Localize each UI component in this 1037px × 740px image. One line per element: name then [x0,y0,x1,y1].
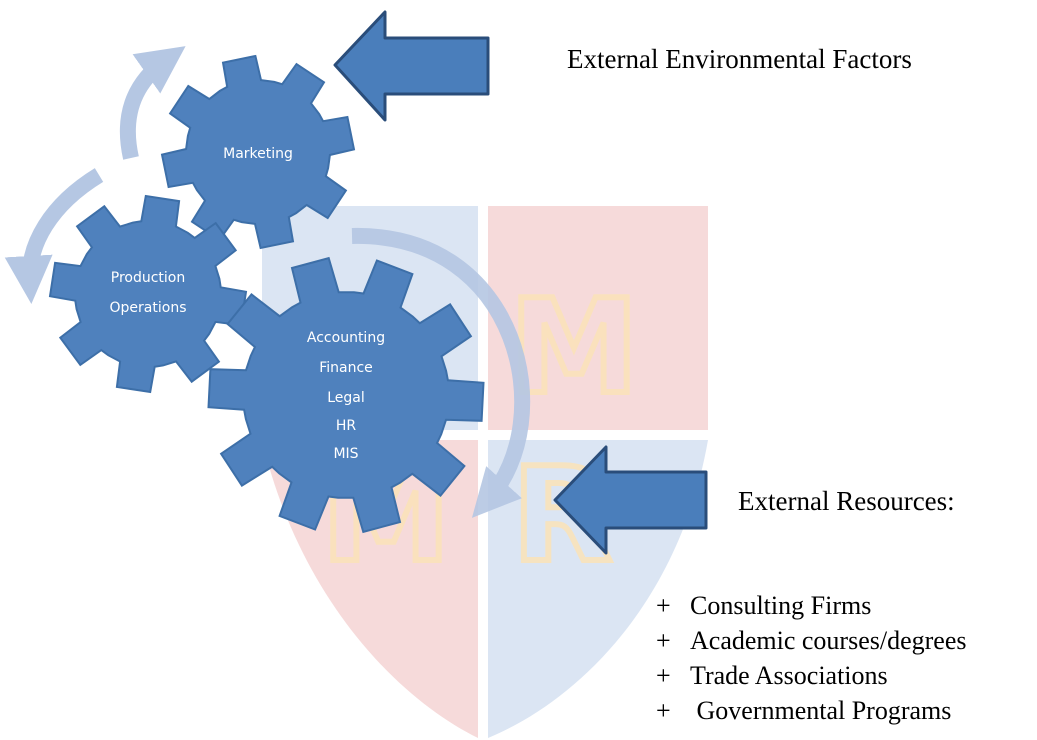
external-resources-list: + Consulting Firms + Academic courses/degr… [656,588,966,728]
external-environmental-factors-label: External Environmental Factors [567,44,912,74]
production-gear-label-line-1: Production [111,270,185,286]
resource-item: + Governmental Programs [656,693,966,728]
production-gear-label-line-2: Operations [110,300,187,316]
support-gear-label-accounting: Accounting [307,330,385,346]
external-resources-arrow [553,445,708,555]
marketing-gear-label: Marketing [223,146,293,162]
support-gear-label-finance: Finance [319,360,373,376]
production-operations-gear [48,194,248,394]
resource-item: + Trade Associations [656,658,966,693]
resource-item: + Academic courses/degrees [656,623,966,658]
support-functions-gear [207,256,485,534]
cycle-arrow-large [351,227,531,518]
plus-bullet: + [656,626,671,655]
environmental-factors-arrow [333,10,490,122]
resource-item: + Consulting Firms [656,588,966,623]
plus-bullet: + [656,591,671,620]
cycle-arrow-left [4,168,104,304]
resource-item-label: Consulting Firms [690,591,872,620]
marketing-gear [160,54,356,250]
cycle-arrow-top [119,46,186,160]
resource-item-label: Trade Associations [690,661,888,690]
support-gear-label-legal: Legal [327,390,365,406]
support-gear-label-hr: HR [336,418,357,434]
support-gear-label-mis: MIS [333,446,358,462]
shield-quadrant-top-right [488,206,708,430]
plus-bullet: + [656,696,671,725]
resource-item-label: Governmental Programs [690,696,952,725]
plus-bullet: + [656,661,671,690]
external-resources-label: External Resources: [738,486,955,516]
resource-item-label: Academic courses/degrees [690,626,967,655]
